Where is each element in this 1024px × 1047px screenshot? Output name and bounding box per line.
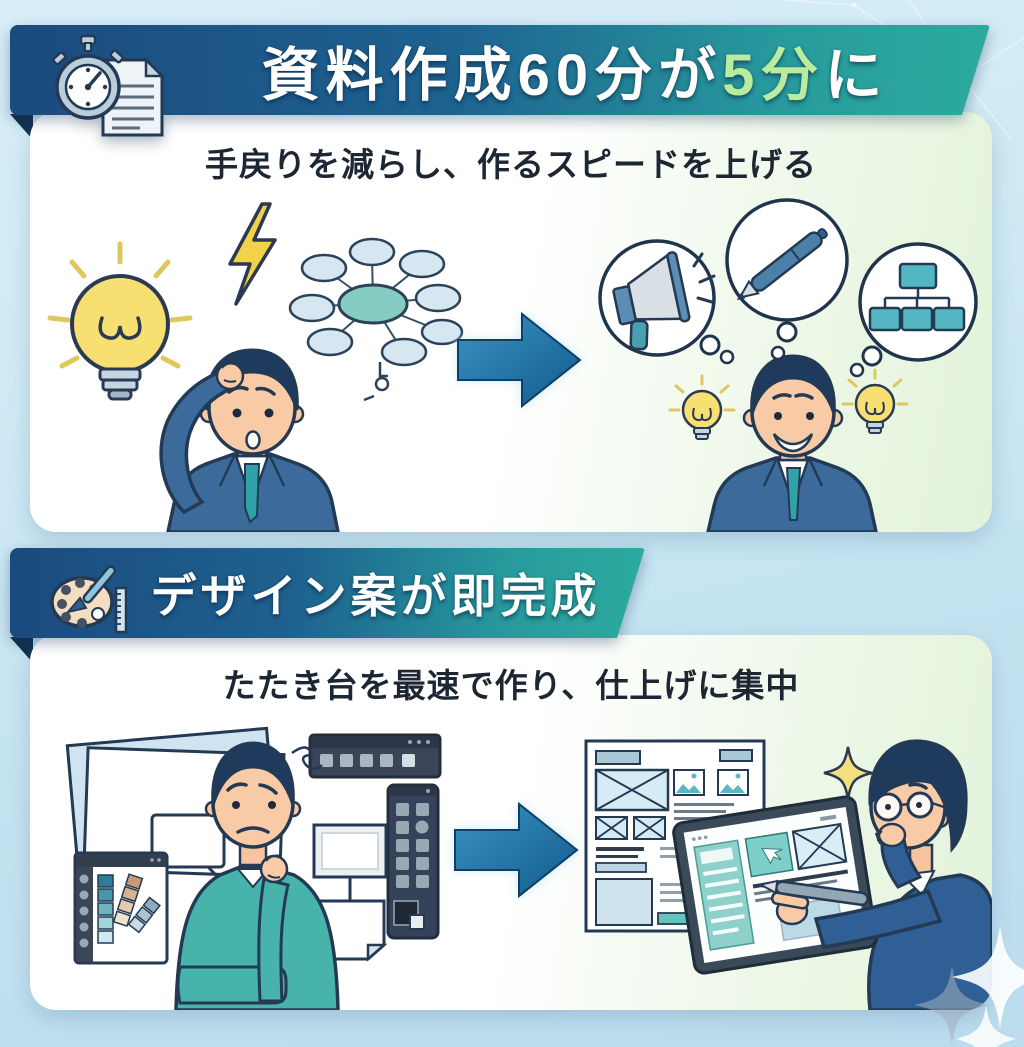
speed-panel: 手戻りを減らし、作るスピードを上げる: [30, 112, 992, 532]
ruler-icon: [114, 586, 128, 634]
speed-banner: 資料作成60分が5分に: [10, 25, 990, 137]
palette-brush-icon: [50, 565, 128, 634]
speed-subtitle: 手戻りを減らし、作るスピードを上げる: [205, 146, 817, 183]
happy-man: [706, 354, 878, 532]
designer-arms: [756, 822, 943, 949]
megaphone-bubble-icon: [598, 239, 735, 365]
before-after-arrow: [454, 801, 579, 899]
mindmap-diagram: [288, 237, 464, 402]
lightbulb-icon: [47, 241, 193, 401]
before-after-arrow: [457, 311, 582, 409]
speed-banner-bar: 資料作成60分が5分に: [10, 25, 990, 115]
speed-title-highlight: 5分: [722, 43, 825, 108]
design-title: デザイン案が即完成: [55, 560, 601, 626]
pen-bubble-icon: [725, 198, 849, 361]
design-toolbar: [308, 733, 442, 779]
color-palette-window: [73, 851, 169, 965]
stopwatch-icon: [52, 34, 124, 120]
white-sparkle-small-icon: [956, 1005, 1016, 1047]
speed-title-suffix: に: [824, 43, 889, 108]
designer-man: [867, 739, 992, 1010]
tool-panel: [386, 783, 440, 940]
lightning-bolt-icon: [228, 202, 277, 306]
design-banner: デザイン案が即完成: [10, 548, 645, 638]
design-illustration: [65, 726, 992, 1010]
stylus-icon: [756, 879, 869, 907]
idea-bulb-icons: [668, 368, 909, 440]
stopwatch-document-icon: [52, 34, 166, 137]
design-subtitle: たたき台を最速で作り、仕上げに集中: [222, 667, 800, 704]
speed-illustration: [47, 198, 978, 532]
brush-icon: [65, 565, 117, 614]
org-chart-bubble-icon: [849, 242, 978, 378]
design-panel: たたき台を最速で作り、仕上げに集中: [30, 635, 992, 1010]
confused-man: [159, 348, 340, 532]
speed-title: 資料作成60分が5分に: [112, 28, 889, 112]
thinking-man: [174, 741, 340, 1010]
speed-title-prefix: 資料作成60分が: [261, 43, 723, 108]
design-title-text: デザイン案が即完成: [150, 570, 601, 622]
sparkle-icon: [823, 746, 873, 800]
